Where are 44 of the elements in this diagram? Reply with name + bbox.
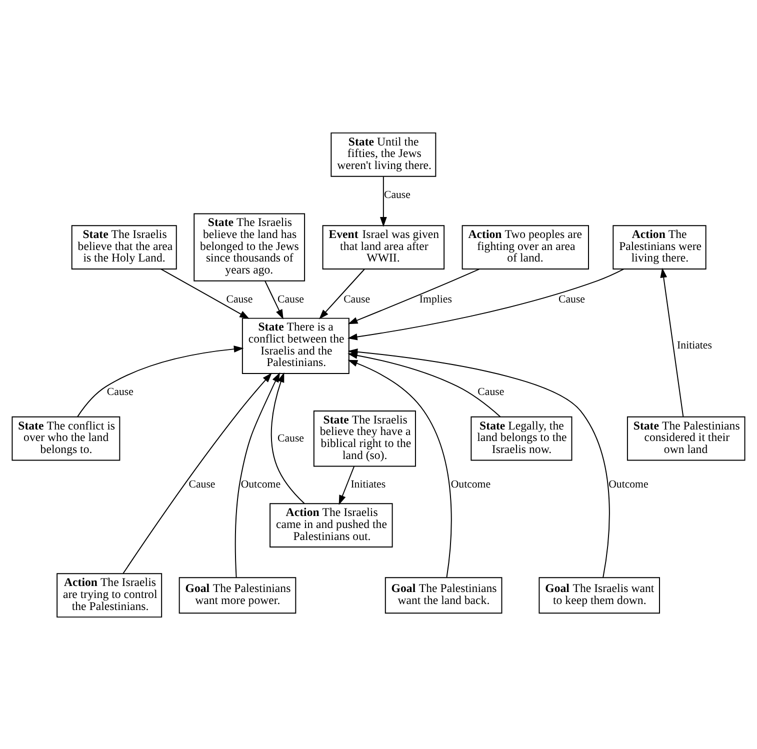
edge-label: Cause — [384, 188, 410, 200]
arrow — [348, 268, 480, 324]
node-box: Goal The Palestinians want the land back. — [384, 576, 502, 614]
arrow — [347, 268, 624, 340]
edge-label: Cause — [344, 292, 370, 305]
edge-label: Cause — [478, 386, 504, 398]
arrow — [270, 372, 305, 504]
arrow — [319, 268, 365, 319]
node-box: State Legally, the land belongs to the Israelis now. — [470, 416, 572, 460]
edge-label: Cause — [558, 292, 585, 305]
edge-label: Cause — [106, 386, 134, 398]
node-box: State The Palestinians considered it their own land — [626, 416, 746, 460]
edge-label: Outcome — [240, 478, 281, 490]
edge-label: Outcome — [450, 478, 491, 490]
arrow — [338, 465, 355, 505]
arrow — [380, 176, 387, 226]
node-box: State The conflict is over who the land belongs to. — [12, 416, 120, 460]
node-box: State Until the fifties, the Jews weren't living there. — [330, 132, 436, 176]
node-box: Goal The Palestinians want more power. — [178, 576, 296, 614]
edge-label: Cause — [226, 292, 253, 305]
arrow — [160, 268, 250, 318]
arrow — [234, 372, 280, 578]
arrow — [660, 267, 684, 417]
arrow — [77, 345, 244, 417]
node-box: State The Israelis believe that the area is the Holy Land. — [71, 224, 177, 269]
edge-label: Initiates — [350, 478, 386, 490]
node-box: Action The Israelis came in and pushed the Palestinians out. — [270, 502, 393, 548]
edge-label: Initiates — [677, 339, 712, 352]
node-box: State There is a conflict between the Israelis and the Palestinians. — [242, 317, 350, 374]
node-box: State The Israelis believe they have a biblical right to the land (so). — [313, 410, 416, 466]
node-box: Action The Palestinians were living there. — [612, 224, 706, 269]
node-box: Goal The Israelis want to keep them down. — [538, 576, 660, 614]
edge-label: Outcome — [608, 478, 648, 490]
node-box: State The Israelis believe the land has belonged to the Jews since thousands of years ago. — [194, 212, 306, 281]
edge-label: Implies — [419, 292, 452, 305]
arrow — [122, 372, 272, 574]
node-box: Action Two peoples are fighting over an area of land. — [462, 224, 589, 269]
node-box: Action The Israelis are trying to control the Palestinians. — [56, 572, 162, 618]
arrow — [264, 280, 284, 319]
edge-label: Cause — [278, 292, 304, 305]
edge-label: Cause — [278, 432, 304, 444]
edge-label: Cause — [188, 478, 216, 490]
node-box: Event Israel was given that land area after WWII. — [322, 224, 445, 269]
arrow — [348, 359, 452, 578]
